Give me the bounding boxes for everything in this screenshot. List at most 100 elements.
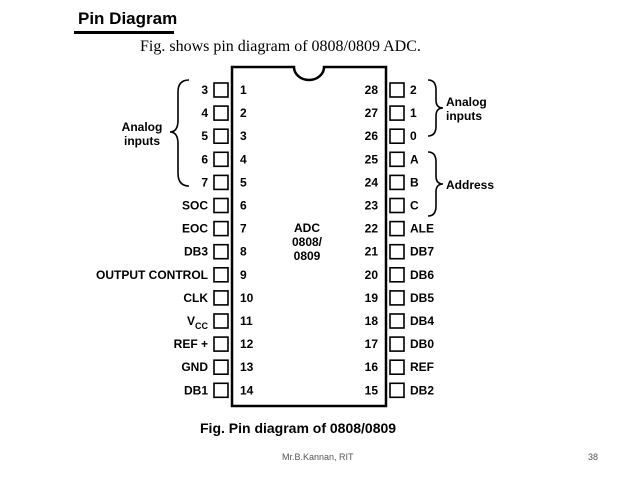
left-pin-number: 8 xyxy=(240,245,247,259)
right-pin-15 xyxy=(389,382,405,399)
right-pin-label: B xyxy=(410,175,419,189)
right-pin-label: DB2 xyxy=(410,383,434,397)
left-pin-10 xyxy=(213,290,229,306)
left-pin-13 xyxy=(213,359,229,376)
right-pin-label: ALE xyxy=(410,222,434,236)
left-pin-number: 2 xyxy=(240,106,247,120)
figure-caption-top: Fig. shows pin diagram of 0808/0809 ADC. xyxy=(140,38,421,55)
right-pin-label: 0 xyxy=(410,129,417,143)
left-pin-number: 10 xyxy=(240,291,254,305)
right-pin-label: 1 xyxy=(410,106,417,120)
left-pin-label: 3 xyxy=(201,83,208,97)
chip-label-line2: 0808/ xyxy=(292,235,323,249)
right-pin-number: 21 xyxy=(365,245,379,259)
right-pin-number: 15 xyxy=(365,383,379,397)
right-pin-label: DB0 xyxy=(410,337,434,351)
right-pin-label: DB7 xyxy=(410,245,434,259)
left-pin-number: 4 xyxy=(240,152,247,166)
left-pin-12 xyxy=(213,336,229,352)
left-pin-label: GND xyxy=(181,360,208,374)
right-pin-22 xyxy=(389,220,405,237)
left-analog-brace xyxy=(169,79,190,187)
right-pin-label: C xyxy=(410,199,419,213)
left-pin-label: 7 xyxy=(201,175,208,189)
slide-number: 38 xyxy=(588,452,599,462)
right-pin-number: 19 xyxy=(365,291,379,305)
left-pin-number: 3 xyxy=(240,129,247,143)
right-pin-16 xyxy=(389,359,405,376)
right-analog-label-1: Analog xyxy=(446,95,487,109)
right-pin-19 xyxy=(389,290,405,306)
left-pin-2 xyxy=(213,105,229,121)
address-brace xyxy=(427,151,444,217)
right-pin-number: 23 xyxy=(365,199,379,213)
slide-title: Pin Diagram xyxy=(78,9,178,28)
right-pin-label: A xyxy=(410,152,419,166)
right-pin-20 xyxy=(389,266,405,283)
left-pin-11 xyxy=(213,313,229,329)
right-analog-label-2: inputs xyxy=(446,109,482,123)
left-pin-number: 5 xyxy=(240,175,247,189)
left-pin-3 xyxy=(213,128,229,144)
right-pin-17 xyxy=(389,336,405,352)
left-pin-number: 7 xyxy=(240,222,247,236)
left-pin-label: 5 xyxy=(201,129,208,143)
title-underline xyxy=(74,31,174,34)
right-pin-number: 20 xyxy=(365,268,379,282)
left-pin-number: 14 xyxy=(240,383,254,397)
chip-body xyxy=(230,65,388,408)
right-pin-26 xyxy=(389,128,405,144)
left-pin-label: 6 xyxy=(201,152,208,166)
right-pin-number: 16 xyxy=(365,360,379,374)
right-pin-label: 2 xyxy=(410,83,417,97)
left-pin-label: DB1 xyxy=(184,383,208,397)
address-label: Address xyxy=(446,178,494,192)
right-pin-number: 26 xyxy=(365,129,379,143)
right-pin-18 xyxy=(389,313,405,329)
right-pin-number: 17 xyxy=(365,337,379,351)
left-pin-6 xyxy=(213,197,229,214)
figure-caption-bottom: Fig. Pin diagram of 0808/0809 xyxy=(200,420,397,436)
left-pin-label: EOC xyxy=(182,222,208,236)
left-pin-14 xyxy=(213,382,229,399)
left-pin-label: DB3 xyxy=(184,245,208,259)
left-pin-number: 13 xyxy=(240,360,254,374)
right-pin-25 xyxy=(389,151,405,168)
chip-label-line1: ADC xyxy=(294,221,320,235)
right-pin-23 xyxy=(389,197,405,214)
left-analog-label-1: Analog xyxy=(122,120,163,134)
left-pin-number: 9 xyxy=(240,268,247,282)
left-pin-number: 12 xyxy=(240,337,254,351)
right-pin-label: DB6 xyxy=(410,268,434,282)
left-pin-number: 6 xyxy=(240,199,247,213)
left-pin-7 xyxy=(213,220,229,237)
right-pin-number: 25 xyxy=(365,152,379,166)
right-pin-21 xyxy=(389,243,405,260)
right-pin-number: 18 xyxy=(365,314,379,328)
left-pin-label: CLK xyxy=(183,291,208,305)
left-pin-label: SOC xyxy=(182,199,208,213)
left-pin-label: REF + xyxy=(174,337,208,351)
right-pin-number: 27 xyxy=(365,106,379,120)
left-analog-label-2: inputs xyxy=(124,134,160,148)
left-pin-label: 4 xyxy=(201,106,208,120)
right-pin-number: 22 xyxy=(365,222,379,236)
chip-label-line3: 0809 xyxy=(294,249,321,263)
left-pin-9 xyxy=(213,266,229,283)
right-pin-label: DB5 xyxy=(410,291,434,305)
right-pin-label: DB4 xyxy=(410,314,434,328)
left-pin-number: 11 xyxy=(240,314,253,328)
right-pin-number: 24 xyxy=(365,175,379,189)
right-pin-27 xyxy=(389,105,405,121)
right-pin-label: REF xyxy=(410,360,434,374)
left-pin-1 xyxy=(213,82,229,98)
left-pin-4 xyxy=(213,151,229,168)
right-analog-brace xyxy=(427,79,444,137)
left-pin-label: VCC xyxy=(187,314,209,331)
right-pin-number: 28 xyxy=(365,83,379,97)
left-pin-number: 1 xyxy=(240,83,247,97)
left-pin-label: OUTPUT CONTROL xyxy=(96,268,208,282)
right-pin-28 xyxy=(389,82,405,98)
